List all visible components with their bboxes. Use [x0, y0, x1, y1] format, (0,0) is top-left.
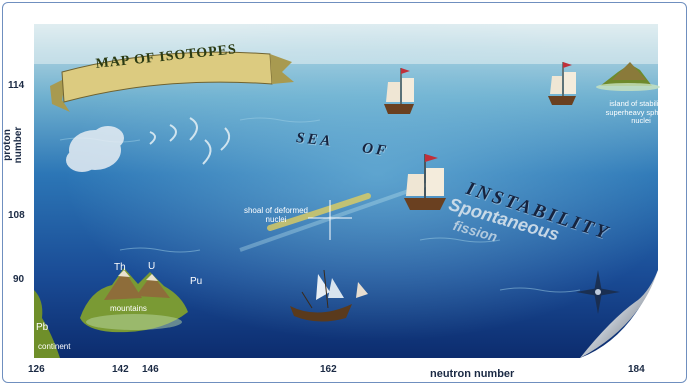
label-th: Th [114, 262, 126, 273]
compass-rose [576, 270, 620, 314]
label-u: U [148, 261, 156, 272]
label-continent: continent [38, 342, 71, 351]
x-tick-126: 126 [28, 364, 45, 375]
label-pb: Pb [36, 322, 49, 333]
x-tick-184: 184 [628, 364, 645, 375]
x-axis-label: neutron number [430, 368, 515, 380]
y-axis-label: proton number [2, 126, 24, 164]
x-tick-146: 146 [142, 364, 159, 375]
island-of-stability [596, 62, 660, 91]
island-label: island of stability of superheavy spheri… [605, 99, 677, 126]
continent-land [34, 290, 60, 358]
y-tick-114: 114 [8, 80, 25, 91]
storm-cloud [66, 126, 124, 172]
wind-swirls [149, 117, 231, 165]
label-mountains: mountains [110, 304, 147, 313]
ship-center [404, 154, 446, 210]
title-banner [50, 51, 294, 112]
figure-frame [2, 2, 687, 383]
shipwreck [290, 269, 368, 322]
ship-top-center [384, 68, 414, 114]
ship-top-right [548, 62, 576, 105]
sea-word-of: OF [361, 140, 390, 160]
shoal-crosshair [308, 200, 352, 240]
x-tick-162: 162 [320, 364, 337, 375]
y-tick-108: 108 [8, 210, 25, 221]
shoal-streak [267, 193, 371, 231]
y-tick-90: 90 [13, 274, 25, 285]
x-tick-142: 142 [112, 364, 129, 375]
shoal-label: shoal of deformed nuclei [243, 206, 309, 225]
label-pu: Pu [190, 276, 203, 287]
page-curl [580, 270, 658, 358]
mountains-island [80, 268, 188, 333]
